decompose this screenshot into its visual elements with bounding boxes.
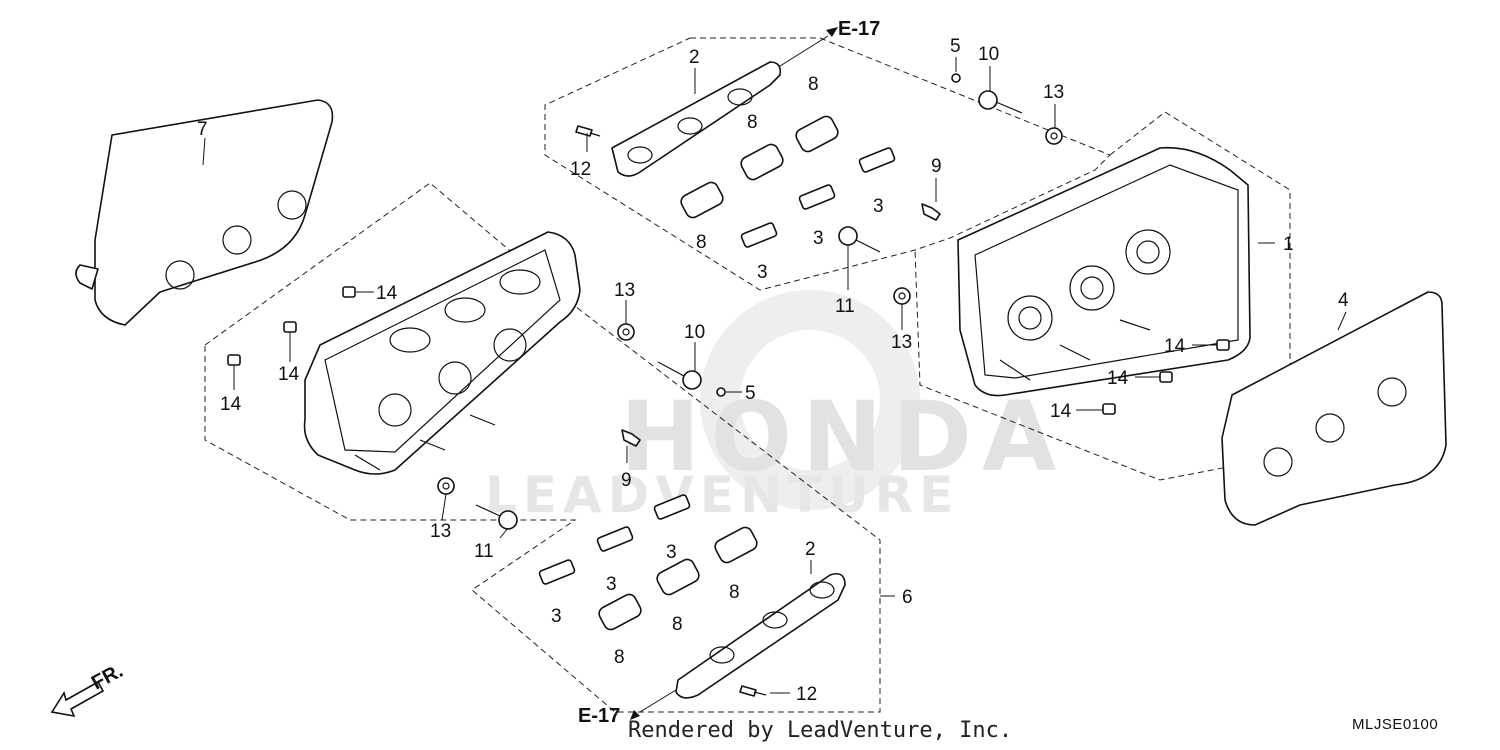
callout-10-lower: 10 — [684, 322, 705, 343]
callout-1: 1 — [1283, 234, 1294, 255]
front-marker: FR. — [50, 660, 127, 718]
callout-14-c: 14 — [220, 394, 242, 415]
callout-13-a: 13 — [1043, 82, 1064, 103]
callout-6: 6 — [902, 587, 913, 608]
section-references: E-17 E-17 — [578, 18, 880, 727]
left-group-outline — [204, 182, 881, 713]
callout-8-d: 8 — [729, 582, 740, 603]
callout-7: 7 — [197, 119, 208, 140]
callout-5-upper: 5 — [950, 36, 961, 57]
head-cover-right — [957, 146, 1251, 397]
callout-9-lower: 9 — [621, 470, 632, 491]
callout-8-b: 8 — [747, 112, 758, 133]
rail-lower — [675, 572, 846, 699]
callout-11-upper: 11 — [835, 296, 855, 317]
callout-8-a: 8 — [808, 74, 819, 95]
seals-upper — [680, 115, 839, 219]
callout-4: 4 — [1338, 290, 1349, 311]
callout-11-lower: 11 — [474, 541, 494, 562]
watermark: HONDA LEADVENTURE — [485, 290, 1066, 524]
callout-14-a: 14 — [376, 283, 398, 304]
leader-lines — [202, 35, 1347, 713]
render-credit: Rendered by LeadVenture, Inc. — [628, 718, 1013, 743]
watermark-wing-icon — [700, 290, 920, 510]
callout-3-e: 3 — [606, 574, 617, 595]
ref-bottom: E-17 — [578, 705, 620, 727]
callout-14-d: 14 — [1164, 336, 1186, 357]
ref-top: E-17 — [838, 18, 880, 40]
callout-3-b: 3 — [813, 228, 824, 249]
callout-2-lower: 2 — [805, 539, 816, 560]
gasket-left — [75, 99, 334, 326]
callout-14-e: 14 — [1107, 368, 1129, 389]
ref-bottom-arrow-icon — [630, 710, 640, 720]
clips-upper — [740, 147, 896, 248]
front-arrow-icon — [50, 680, 105, 718]
callout-13-d: 13 — [430, 521, 451, 542]
callout-13-b: 13 — [891, 332, 912, 353]
watermark-brand: HONDA — [620, 381, 1066, 493]
top-group-outline — [544, 37, 1111, 291]
callout-8-e: 8 — [672, 614, 683, 635]
callout-13-c: 13 — [614, 280, 635, 301]
callout-10-upper: 10 — [978, 44, 999, 65]
callout-9-upper: 9 — [931, 156, 942, 177]
clips-lower — [538, 494, 691, 585]
callout-12-upper: 12 — [570, 159, 591, 180]
seals-lower — [598, 526, 758, 631]
callout-5-lower: 5 — [745, 383, 756, 404]
callout-8-f: 8 — [614, 647, 625, 668]
callout-14-f: 14 — [1050, 401, 1072, 422]
watermark-sub: LEADVENTURE — [485, 466, 959, 524]
gasket-right — [1221, 291, 1447, 526]
callout-8-c: 8 — [696, 232, 707, 253]
diagram-code: MLJSE0100 — [1352, 716, 1439, 733]
callout-3-f: 3 — [551, 606, 562, 627]
callouts: 1 2 2 3 3 3 3 3 3 4 5 5 6 7 8 8 8 8 8 8 … — [197, 36, 1349, 705]
head-cover-left — [303, 231, 581, 475]
fasteners — [227, 73, 1230, 697]
rail-upper — [611, 61, 782, 177]
callout-3-d: 3 — [666, 542, 677, 563]
callout-12-lower: 12 — [796, 684, 817, 705]
callout-14-b: 14 — [278, 364, 300, 385]
callout-2-upper: 2 — [689, 47, 700, 68]
callout-3-a: 3 — [873, 196, 884, 217]
callout-3-c: 3 — [757, 262, 768, 283]
ref-top-arrow-icon — [826, 27, 838, 37]
